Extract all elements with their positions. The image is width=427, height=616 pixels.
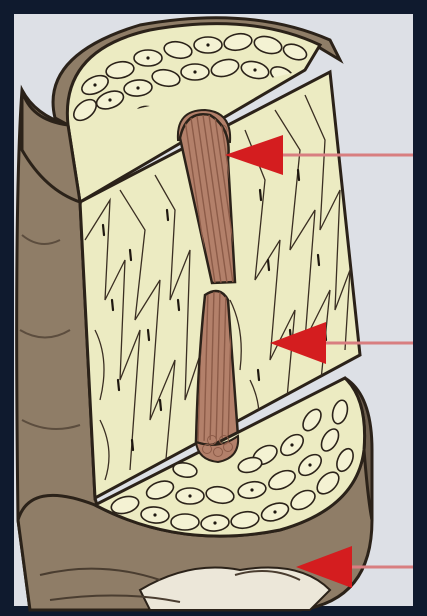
hair-structure-diagram [0,0,427,616]
